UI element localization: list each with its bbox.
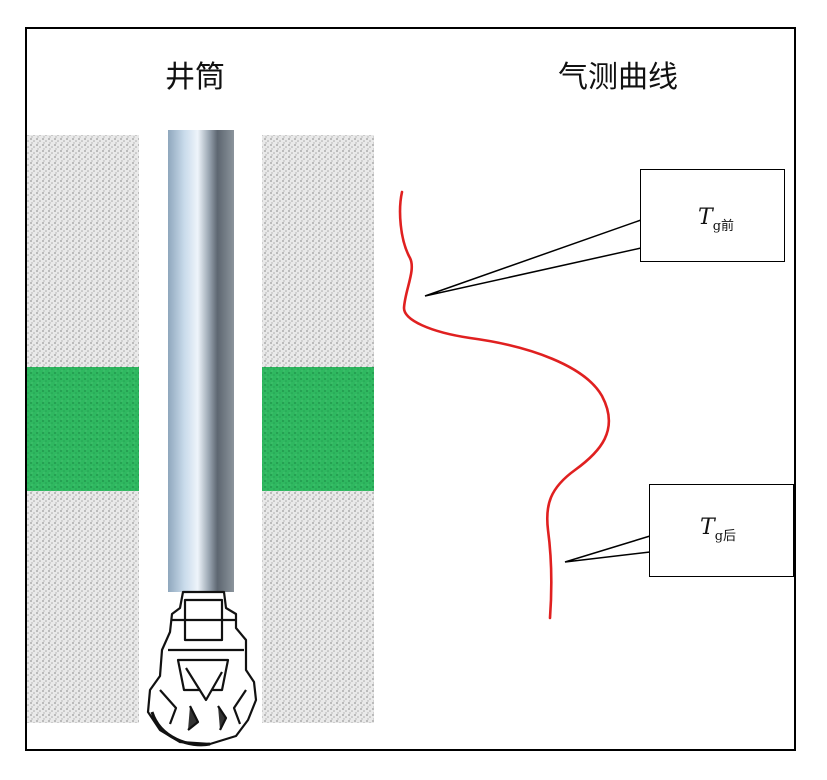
tg-before-subscript: g前: [712, 219, 735, 234]
wellbore-title: 井筒: [165, 60, 225, 95]
tg-before-symbol: T: [698, 205, 713, 230]
figure-frame: [25, 27, 796, 751]
drill-bit-icon: [146, 590, 258, 747]
formation-left-lower: [27, 491, 139, 723]
formation-right-upper: [262, 135, 374, 367]
reservoir-left: [27, 367, 139, 491]
gas-curve-title: 气测曲线: [558, 60, 678, 95]
formation-left-upper: [27, 135, 139, 367]
callout-box-tg-before: [640, 169, 785, 262]
callout-pointer-before: [424, 219, 642, 297]
drill-pipe: [168, 130, 234, 592]
reservoir-right: [262, 367, 374, 491]
label-tg-after: Tg后: [700, 515, 736, 544]
tg-after-symbol: T: [700, 515, 715, 540]
callout-pointer-after: [564, 535, 651, 563]
tg-after-subscript: g后: [714, 529, 737, 544]
gas-curve-line: [398, 190, 611, 620]
formation-right-lower: [262, 491, 374, 723]
label-tg-before: Tg前: [698, 205, 734, 234]
callout-box-tg-after: [649, 484, 794, 577]
